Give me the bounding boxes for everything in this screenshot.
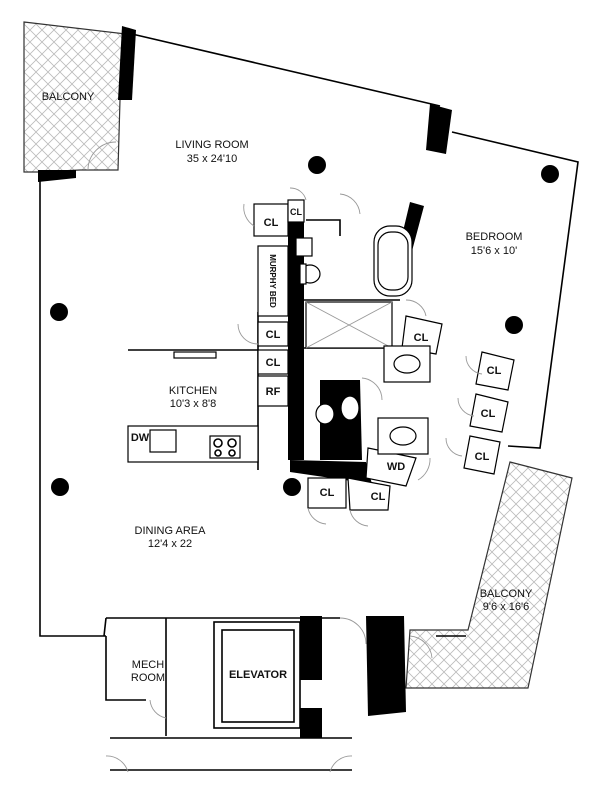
closet-label: CL	[475, 451, 490, 463]
murphy-bed-label: MURPHY BED	[268, 254, 277, 308]
closet-label: CL	[264, 217, 279, 229]
closet-label: CL	[266, 329, 281, 341]
balcony-se-area	[405, 461, 573, 689]
living-room-label: LIVING ROOM	[175, 139, 248, 151]
washer-dryer-label: WD	[387, 461, 405, 473]
bedroom-dims: 15'6 x 10'	[471, 245, 517, 257]
refrigerator-label: RF	[266, 386, 281, 398]
dining-area-dims: 12'4 x 22	[148, 538, 192, 550]
balcony-nw-label: BALCONY	[42, 91, 95, 103]
closet-label: CL	[320, 487, 335, 499]
closet-label: CL	[487, 365, 502, 377]
door-swings	[87, 141, 483, 773]
kitchen-dims: 10'3 x 8'8	[170, 398, 216, 410]
balcony-se-label: BALCONY	[480, 588, 533, 600]
mech-room-label-2: ROOM	[131, 672, 165, 684]
closet-label: CL	[481, 408, 496, 420]
kitchen-counter	[127, 351, 259, 463]
balcony-se-dims: 9'6 x 16'6	[483, 601, 529, 613]
dining-area-label: DINING AREA	[135, 525, 207, 537]
murphy-bed-panel	[257, 245, 289, 317]
mech-room-label-1: MECH	[132, 659, 164, 671]
closets	[253, 199, 515, 511]
closet-label: CL	[371, 491, 386, 503]
closet-label: CL	[414, 332, 429, 344]
closet-label: CL	[266, 357, 281, 369]
living-room-dims: 35 x 24'10	[187, 153, 237, 165]
elevator-label: ELEVATOR	[229, 669, 287, 681]
closet-label: CL	[290, 207, 302, 217]
exterior-walls	[38, 26, 579, 738]
dishwasher-label: DW	[131, 432, 150, 444]
bedroom-label: BEDROOM	[466, 231, 523, 243]
bath-fixtures	[295, 225, 431, 455]
kitchen-label: KITCHEN	[169, 385, 217, 397]
elevator-mech-area	[105, 618, 352, 771]
